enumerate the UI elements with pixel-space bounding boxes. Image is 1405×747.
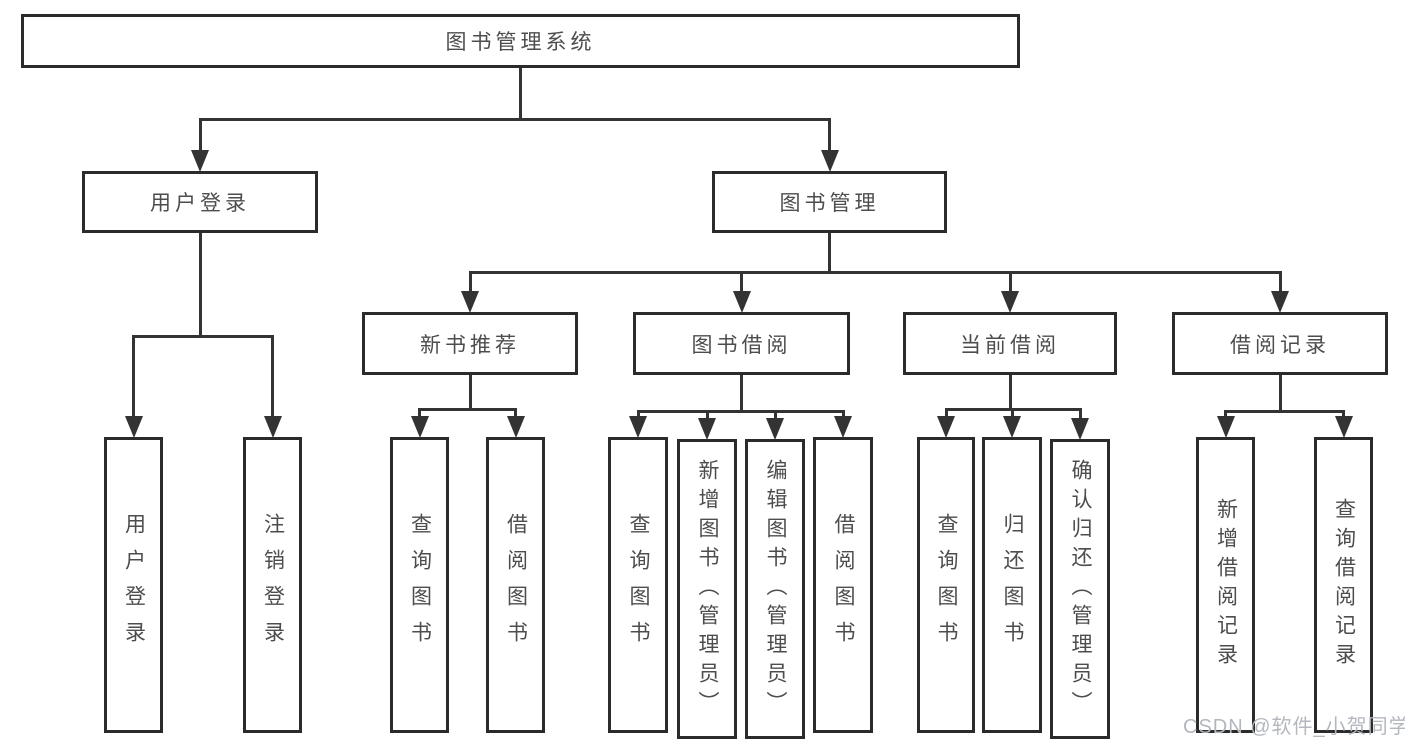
connector-drop [740,271,743,294]
connector-rail [468,271,1282,274]
connector-stem [519,66,522,121]
node-box-new-rec: 新书推荐 [362,312,578,375]
connector-drop [828,118,831,153]
connector-drop [1078,408,1082,421]
connector-drop [1342,410,1345,419]
connector-rail [418,408,517,411]
node-label-bw-borrow: 借阅图书 [832,513,855,657]
node-box-mgmt: 图书管理 [712,171,947,233]
node-label-records: 借阅记录 [1230,333,1330,357]
node-box-current: 当前借阅 [903,312,1117,375]
connector-drop [132,335,135,419]
node-label-nr-borrow: 借阅图书 [504,513,528,657]
arrowhead-icon [1334,416,1353,438]
connector-rail [1224,410,1345,413]
node-box-bw-edit: 编辑图书（管理员） [745,439,805,739]
connector-drop [514,408,517,419]
node-label-cu-return: 归还图书 [1001,513,1024,657]
node-label-nr-query: 查询图书 [408,513,432,657]
connector-drop [944,408,948,419]
node-box-cu-query: 查询图书 [917,437,975,733]
connector-stem [1008,373,1012,411]
arrowhead-icon [410,416,429,438]
connector-drop [198,118,202,153]
connector-drop [468,271,472,294]
connector-drop [1224,410,1227,419]
connector-drop [773,410,777,421]
connector-drop [1010,408,1014,419]
connector-stem [468,373,472,411]
arrowhead-icon [461,291,479,313]
arrowhead-icon [698,418,716,440]
arrowhead-icon [1003,416,1021,438]
node-label-login: 用户登录 [150,192,250,215]
node-box-cu-return: 归还图书 [982,437,1042,733]
node-label-bw-edit: 编辑图书（管理员） [764,458,787,720]
node-label-cu-query: 查询图书 [935,513,958,657]
arrowhead-icon [937,416,955,438]
node-box-nr-borrow: 借阅图书 [486,437,545,733]
node-label-root: 图书管理系统 [445,31,596,54]
node-box-login: 用户登录 [82,171,318,233]
connector-drop [841,410,845,419]
arrowhead-icon [629,416,647,438]
connector-rail [132,335,274,338]
watermark: CSDN @软件_小贺同学 [1183,716,1405,738]
arrowhead-icon [124,416,143,438]
connector-stem [828,231,831,274]
node-box-records: 借阅记录 [1172,312,1388,375]
arrowhead-icon [263,416,282,438]
node-box-rc-query: 查询借阅记录 [1314,437,1373,733]
node-label-cu-confirm: 确认归还（管理员） [1069,458,1092,720]
connector-drop [1008,271,1012,294]
connector-drop [418,408,421,419]
node-box-root: 图书管理系统 [21,14,1020,68]
node-label-login-do: 用户登录 [122,513,146,657]
node-box-bw-borrow: 借阅图书 [813,437,873,733]
node-box-login-out: 注销登录 [243,437,302,733]
arrowhead-icon [820,150,839,172]
arrowhead-icon [1071,418,1089,440]
arrowhead-icon [1001,291,1019,313]
node-label-rc-query: 查询借阅记录 [1332,498,1356,672]
arrowhead-icon [834,416,852,438]
connector-drop [636,410,640,419]
connector-drop [705,410,709,421]
arrowhead-icon [506,416,525,438]
connector-stem [198,231,202,338]
node-box-bw-add: 新增图书（管理员） [677,439,737,739]
connector-stem [740,373,743,413]
node-label-bw-query: 查询图书 [627,513,650,657]
arrowhead-icon [1271,291,1289,313]
node-label-rc-add: 新增借阅记录 [1214,498,1238,672]
node-box-login-do: 用户登录 [104,437,163,733]
connector-rail [198,118,831,121]
connector-rail [636,410,845,413]
node-label-login-out: 注销登录 [261,513,285,657]
node-label-mgmt: 图书管理 [779,192,880,215]
node-box-bw-query: 查询图书 [608,437,668,733]
node-label-bw-add: 新增图书（管理员） [696,458,719,720]
node-box-nr-query: 查询图书 [390,437,449,733]
arrowhead-icon [1216,416,1235,438]
node-box-rc-add: 新增借阅记录 [1196,437,1255,733]
node-label-borrow: 图书借阅 [691,333,792,357]
node-label-new-rec: 新书推荐 [420,333,520,357]
connector-drop [1278,271,1282,294]
node-box-cu-confirm: 确认归还（管理员） [1050,439,1110,739]
arrowhead-icon [766,418,784,440]
connector-stem [1278,373,1282,413]
arrowhead-icon [191,150,209,172]
node-label-current: 当前借阅 [960,333,1060,357]
node-box-borrow: 图书借阅 [633,312,850,375]
connector-drop [271,335,274,419]
arrowhead-icon [732,291,751,313]
